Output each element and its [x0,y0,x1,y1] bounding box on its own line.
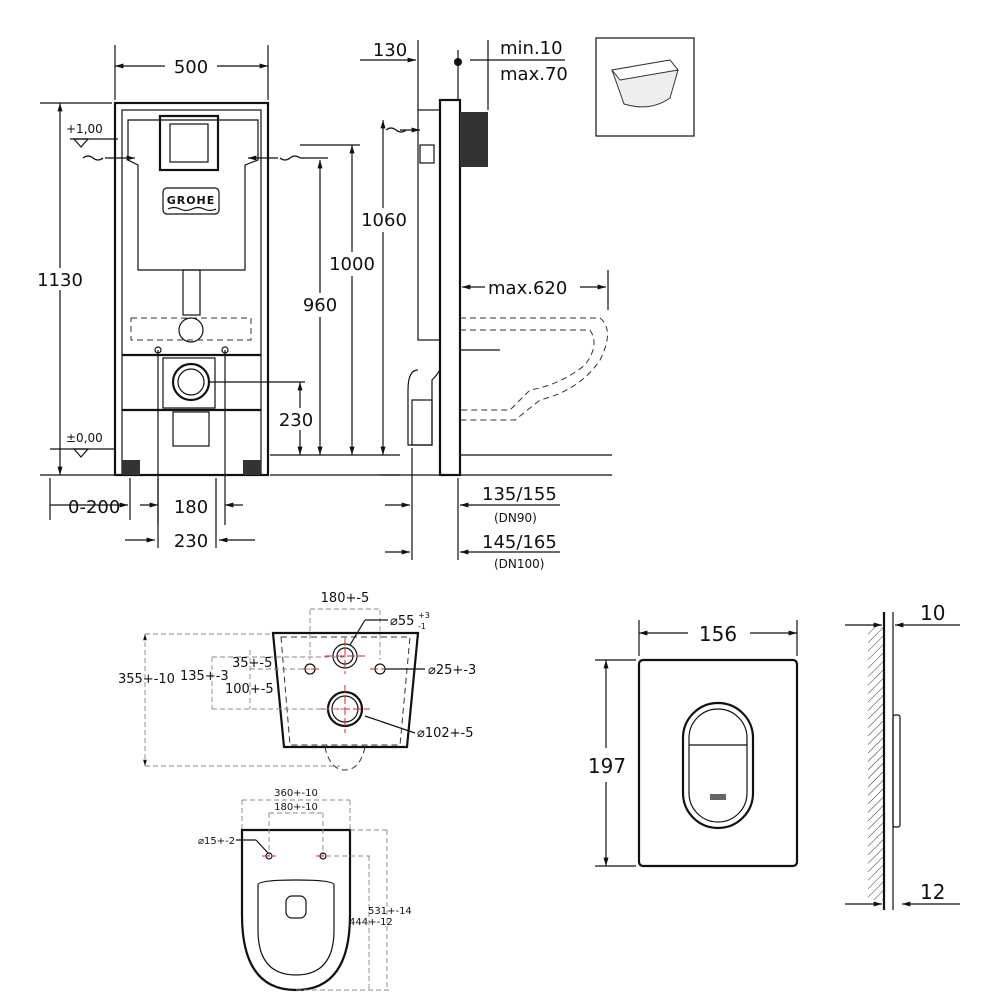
hinge-to-front-label: 444+-12 [349,917,393,928]
height-total-label: 1130 [37,270,83,291]
flush-pipe [182,269,201,316]
grohe-logo [162,187,220,215]
frame-outline [113,101,270,477]
hinge-spacing-label: 180+-10 [274,802,318,813]
seat-width-label: 360+-10 [274,788,318,799]
toilet-bowl-inner-outline [460,329,595,411]
wall-min-label: min.10 [500,38,563,59]
side-view: 130 min.10 max.70 max.620 135/155 (DN90)… [360,38,612,571]
level-marker-icon [72,448,90,458]
seat-length-label: 531+-14 [368,906,412,917]
cistern-side [417,109,441,341]
inlet-tolerance-plus: +3 [418,611,430,620]
thumbnail-frame [595,37,695,137]
projection-label: max.620 [488,278,567,299]
flush-plate-side: 10 12 [845,601,960,910]
brand-logo-icon [710,794,726,800]
frame-side [438,98,462,477]
spacing-180-label: 180 [174,497,208,518]
seat-lid [257,879,335,976]
level-top-label: +1,00 [66,122,103,136]
flush-opening-inner [169,123,209,163]
flush-button-inner [688,708,748,823]
bowl-height-label: 355+-10 [118,672,175,687]
feet-range-label: 0-200 [68,497,120,518]
plate-height-label: 197 [588,754,626,778]
plate-depth-top-label: 10 [920,601,945,625]
product-thumbnail [595,37,695,137]
toilet-bowl-outline [460,317,608,421]
valve-icon [419,144,435,164]
wall-max-label: max.70 [500,64,568,85]
bolt-spacing-label: 180+-5 [321,591,370,606]
spacing-230-label: 230 [174,531,208,552]
wall-hatching [868,625,884,900]
logo-wave-icon [167,206,217,212]
bowl-dashed-outline [130,317,252,341]
hinge-diameter-label: ⌀15+-2 [198,836,235,847]
drain-elbow [172,411,210,447]
foot-left [122,460,140,475]
seat-top-view: 360+-10 180+-10 ⌀15+-2 531+-14 444+-12 [198,788,412,992]
cistern [127,119,259,271]
drain-pipe [411,399,433,446]
level-zero-label: ±0,00 [66,431,103,445]
plate-width-label: 156 [699,622,737,646]
frame-inner [121,109,262,476]
bolt-diameter-label: ⌀25+-3 [428,663,476,678]
dn100-label: (DN100) [494,557,544,571]
water-supply-icon [385,127,407,133]
bowl-back-view: 355+-10 180+-5 ⌀55 +3 -1 ⌀25+-3 ⌀102+-5 … [118,591,476,771]
flush-plate-front: 156 197 [588,620,799,868]
flush-plate [637,658,799,868]
front-view: GROHE 500 +1,00 ±0,00 1130 [36,45,408,552]
outlet-diameter-label: ⌀102+-5 [417,726,474,741]
toilet-lid-icon [611,59,679,81]
dist-135-label: 135+-3 [180,669,229,684]
water-supply-icon [279,155,301,161]
inlet-tolerance-minus: -1 [418,622,426,631]
bowl-rim-outline [324,746,366,771]
height-1000-label: 1000 [329,254,375,275]
depth-label: 130 [373,40,407,61]
bowl-opening [285,895,307,919]
outlet-pipe [171,362,211,402]
flush-opening [158,114,220,172]
pipe-connector [178,317,204,343]
height-230-label: 230 [279,410,313,431]
leader-line [349,619,366,646]
plate-depth-bottom-label: 12 [920,880,945,904]
flush-button [681,701,755,830]
leader-line [255,839,269,854]
dn90-label: (DN90) [494,511,537,525]
width-label: 500 [174,57,208,78]
water-supply-icon [82,155,104,161]
plate-profile [892,714,901,828]
leader-line [364,715,416,734]
drain-bend [407,364,441,446]
foot-right [243,460,261,475]
dist-35-label: 35+-5 [232,656,272,671]
dn100-value-label: 145/165 [482,532,557,553]
dn90-value-label: 135/155 [482,484,557,505]
inlet-diameter-label: ⌀55 [390,614,414,629]
height-1060-label: 1060 [361,210,407,231]
outlet-pipe-inner [177,368,205,396]
dist-100-label: 100+-5 [225,682,274,697]
outlet-bracket [162,357,216,409]
level-marker-icon [72,138,90,148]
brand-label: GROHE [167,194,216,207]
wall-anchor [460,112,488,167]
height-960-label: 960 [303,295,337,316]
